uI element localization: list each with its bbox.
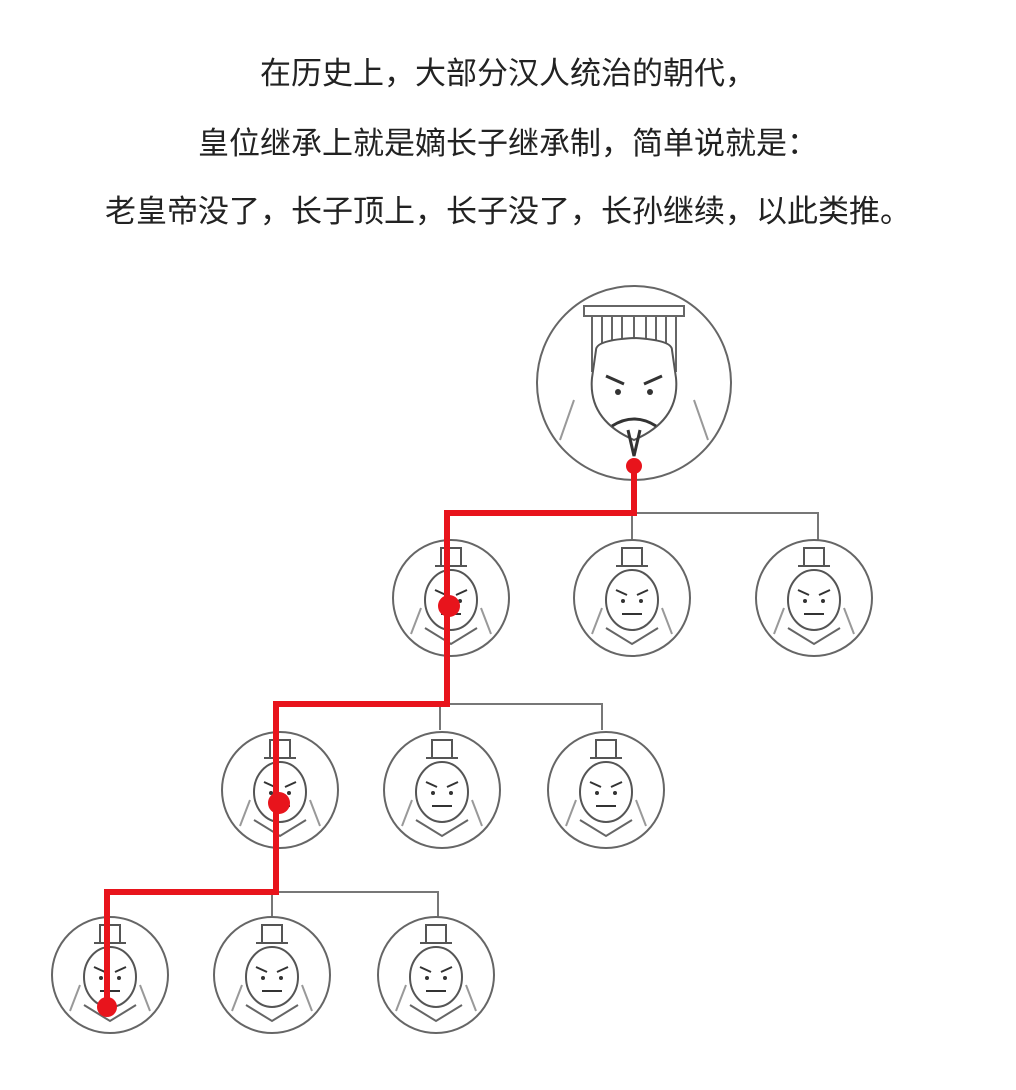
emperor-portrait bbox=[536, 285, 732, 481]
succession-path bbox=[104, 466, 637, 1007]
heir-marker-eldest-great-grandson bbox=[97, 997, 117, 1017]
portrait-gen3-child2 bbox=[213, 916, 331, 1034]
caption-line-3: 老皇帝没了，长子顶上，长子没了，长孙继续，以此类推。 bbox=[105, 194, 911, 230]
descendant-portraits bbox=[51, 539, 873, 1034]
portrait-gen1-child2 bbox=[573, 539, 691, 657]
heir-marker-eldest-son bbox=[438, 595, 460, 617]
portrait-gen2-child2 bbox=[383, 731, 501, 849]
heir-marker-emperor bbox=[626, 458, 642, 474]
portrait-gen1-child3 bbox=[755, 539, 873, 657]
caption-line-2: 皇位继承上就是嫡长子继承制，简单说就是： bbox=[198, 126, 818, 162]
heir-marker-eldest-grandson bbox=[268, 792, 290, 814]
portrait-gen2-child1 bbox=[221, 731, 339, 849]
caption-line-1: 在历史上，大部分汉人统治的朝代， bbox=[260, 56, 756, 92]
portrait-gen3-child3 bbox=[377, 916, 495, 1034]
portrait-gen2-child3 bbox=[547, 731, 665, 849]
